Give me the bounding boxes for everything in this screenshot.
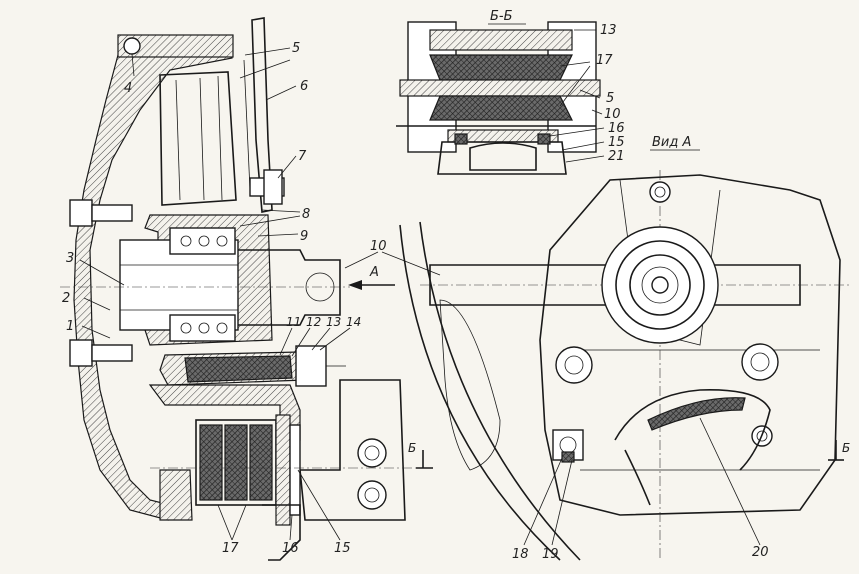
callout-11: 11 [286,315,301,329]
callout-19: 19 [542,547,559,562]
callout-2: 2 [62,291,70,306]
callout-7: 7 [298,149,307,164]
callout-8: 8 [302,207,310,222]
callout-13-section-bb: 13 [600,23,617,38]
section-bb-view [396,21,601,175]
callout-5-section-bb: 5 [606,91,614,106]
callout-4: 4 [124,81,132,96]
callout-12: 12 [306,315,321,329]
callout-18: 18 [512,547,529,562]
flange-bolts [69,199,133,367]
callout-17: 17 [222,541,239,556]
arrow-a-letter: А [369,265,379,280]
callout-3: 3 [66,251,74,266]
callout-13: 13 [326,315,341,329]
section-mark-right: Б [842,441,850,455]
callout-16-section-bb: 16 [608,121,625,136]
callout-15: 15 [334,541,351,556]
section-bb-title: Б-Б [490,9,513,24]
callout-labels: Б-Б Вид А А Б Б 1 2 3 4 5 6 7 8 9 10 11 … [62,9,850,562]
callout-5: 5 [292,41,300,56]
callout-14: 14 [346,315,361,329]
callout-20: 20 [752,545,769,560]
view-a [399,170,850,561]
leader-lines [79,29,761,546]
callout-21: 21 [608,149,625,164]
bearing-upper [169,227,236,255]
callout-10: 10 [370,239,387,254]
callout-17-section-bb: 17 [596,53,613,68]
main-section-view [60,17,433,561]
bearing-lower [169,314,236,342]
callout-6: 6 [300,79,308,94]
callout-16: 16 [282,541,299,556]
callout-1: 1 [66,319,74,334]
callout-9: 9 [300,229,308,244]
callout-15-section-bb: 15 [608,135,625,150]
callout-10-section-bb: 10 [604,107,621,122]
view-a-title: Вид А [652,135,691,150]
section-mark-left: Б [408,441,416,455]
friction-blocks [195,419,277,506]
